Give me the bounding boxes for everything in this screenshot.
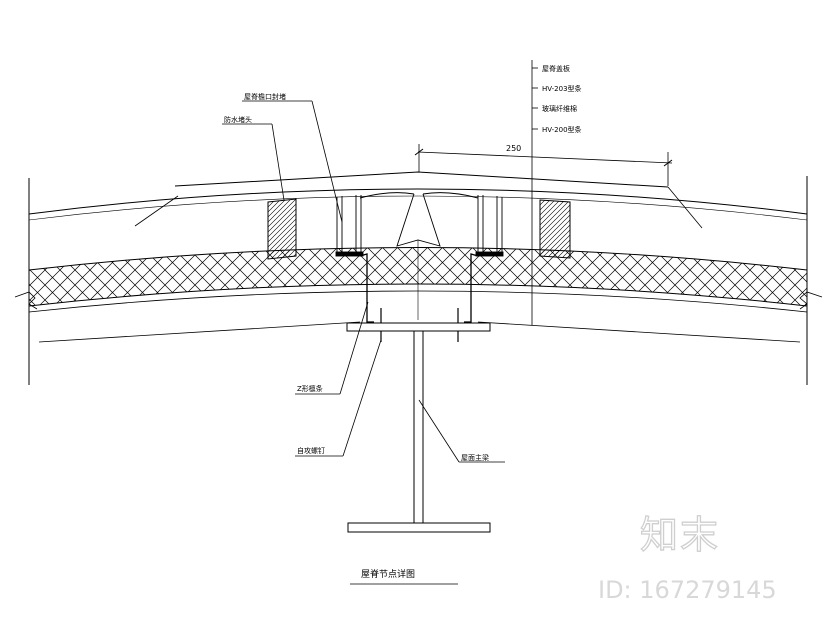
screw-label: 自攻螺钉: [297, 446, 325, 455]
dimension-tick-right: [663, 159, 673, 167]
beam-top-flange: [346, 322, 491, 332]
watermark-id: ID: 167279145: [598, 576, 777, 604]
z-purlin-leader: [339, 301, 369, 395]
right-break-symbol: [799, 291, 823, 310]
watermark-brand: 知末: [640, 513, 720, 557]
roof-panel-top-line: [28, 188, 808, 215]
z-purlin-label: Z形檩条: [297, 384, 323, 393]
ridge-flashing-right-tail: [667, 186, 703, 229]
callout-label-3: 玻璃纤维棉: [542, 104, 577, 113]
beam-label: 屋面主梁: [461, 453, 489, 462]
ridge-closure-label: 屋脊檐口封堵: [244, 92, 286, 101]
dimension-line: [417, 151, 673, 164]
screw-leader: [342, 339, 382, 457]
right-closure-block: [539, 199, 571, 259]
right-z-purlin: [464, 253, 479, 323]
water-stop-label: 防水堵头: [224, 115, 252, 124]
left-support-posts: [335, 195, 364, 257]
ridge-flashing: [359, 192, 479, 199]
ridge-closure-leader: [311, 100, 343, 223]
left-closure-block: [267, 198, 297, 260]
ridge-apex-bracket: [396, 193, 441, 247]
callout-label-2: HV-203型条: [542, 84, 582, 93]
right-support-posts: [475, 195, 504, 257]
roof-panel-inner-line: [28, 195, 808, 221]
callout-label-1: 屋脊盖板: [542, 64, 570, 73]
callout-label-4: HV-200型条: [542, 125, 582, 134]
water-stop-leader: [271, 123, 285, 201]
dimension-label: 250: [506, 144, 521, 153]
beam-bottom-flange: [347, 522, 491, 533]
ceiling-line: [38, 321, 801, 343]
beam-leader: [418, 399, 460, 463]
left-break-symbol: [14, 291, 38, 310]
drawing-title: 屋脊节点详图: [361, 568, 415, 580]
ridge-flashing-left-tail: [134, 195, 179, 227]
left-z-purlin: [359, 253, 374, 323]
dimension-tick-left: [414, 148, 424, 156]
ridge-cap-line: [174, 171, 669, 188]
